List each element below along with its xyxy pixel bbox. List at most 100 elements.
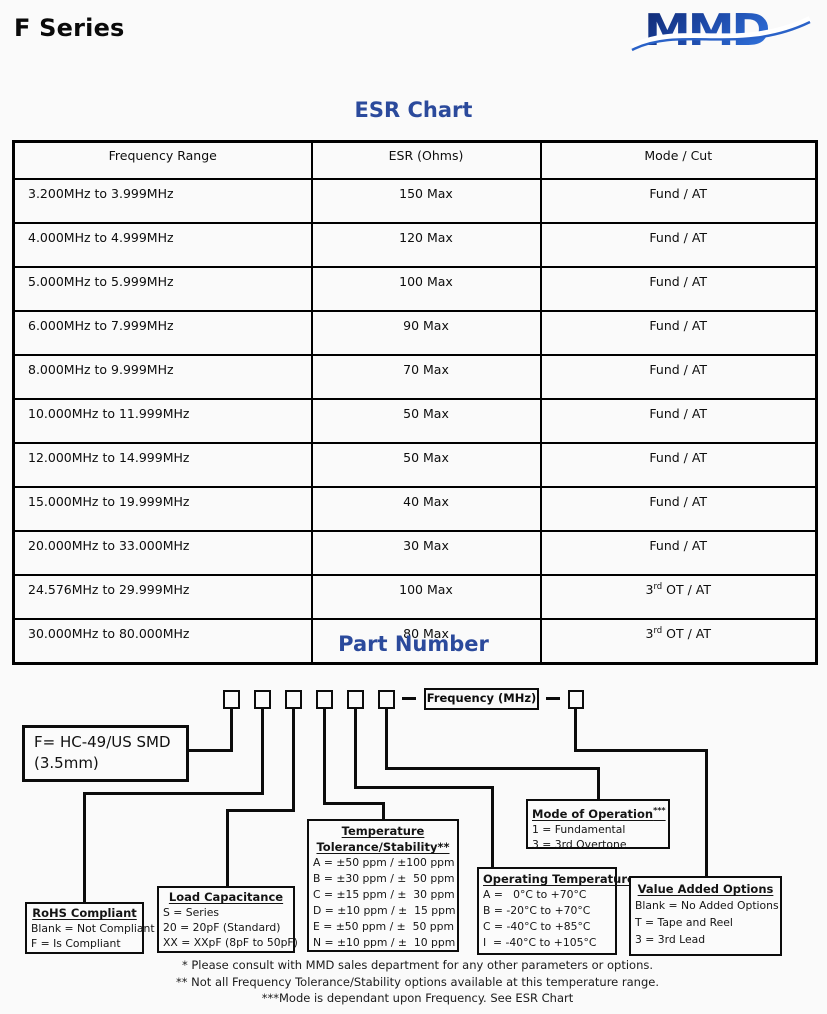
connector-line [354,708,357,789]
footnote: ** Not all Frequency Tolerance/Stability… [176,974,659,989]
mode-cut-cell: Fund / AT [539,398,818,444]
part-number-digit-box-4 [316,690,333,709]
mmd-logo: MMD [630,5,812,64]
esr-cell: 100 Max [310,574,542,620]
col-header-mode-cut: Mode / Cut [539,140,818,180]
part-number-digit-box-7 [568,690,584,709]
connector-line [188,749,233,752]
mode-of-operation-title: Mode of Operation*** [532,806,666,821]
value-added-options-box: Value Added Options Blank = No Added Opt… [629,876,782,956]
connector-line [385,708,388,770]
connector-line [574,708,577,752]
mode-cut-cell: Fund / AT [539,486,818,532]
frequency-mhz-box: Frequency (MHz) [424,688,539,710]
value-added-option: T = Tape and Reel [635,916,733,929]
part-number-digit-box-2 [254,690,271,709]
esr-row: 5.000MHz to 5.999MHz 100 Max Fund / AT [12,266,818,312]
mode-cut-cell: Fund / AT [539,310,818,356]
connector-line [491,786,494,869]
mode-cut-cell: Fund / AT [539,222,818,268]
value-added-option: 3 = 3rd Lead [635,933,706,946]
rohs-option: Blank = Not Compliant [31,922,155,935]
esr-cell: 30 Max [310,530,542,576]
series-code-box: F= HC-49/US SMD (3.5mm) [22,725,189,782]
part-number-heading: Part Number [338,632,489,656]
frequency-range-cell: 20.000MHz to 33.000MHz [12,530,313,576]
esr-row: 8.000MHz to 9.999MHz 70 Max Fund / AT [12,354,818,400]
temperature-stability-title: Temperature [341,824,425,838]
logo-swoosh-icon [630,16,812,52]
frequency-range-cell: 4.000MHz to 4.999MHz [12,222,313,268]
connector-line [597,767,600,801]
connector-line [323,802,385,805]
footnotes: * Please consult with MMD sales departme… [0,957,827,1007]
rohs-compliant-box: RoHS Compliant Blank = Not Compliant F =… [25,902,155,954]
mode-cut-cell: Fund / AT [539,530,818,576]
connector-line [385,767,600,770]
load-capacitance-option: 20 = 20pF (Standard) [163,921,281,934]
esr-row: 20.000MHz to 33.000MHz 30 Max Fund / AT [12,530,818,576]
esr-header-row: Frequency Range ESR (Ohms) Mode / Cut [12,140,818,180]
mode-of-operation-option: 3 = 3rd Overtone [532,837,627,851]
frequency-range-cell: 6.000MHz to 7.999MHz [12,310,313,356]
frequency-range-cell: 12.000MHz to 14.999MHz [12,442,313,488]
value-added-option: Blank = No Added Options [635,899,779,912]
esr-row: 3.200MHz to 3.999MHz 150 Max Fund / AT [12,178,818,224]
connector-line [292,708,295,812]
esr-cell: 50 Max [310,398,542,444]
esr-row: 6.000MHz to 7.999MHz 90 Max Fund / AT [12,310,818,356]
load-capacitance-option: XX = XXpF (8pF to 50pF) [163,936,298,949]
operating-temperature-option: I = -40°C to +105°C [483,936,597,949]
frequency-range-cell: 15.000MHz to 19.999MHz [12,486,313,532]
series-code-line: F= HC-49/US SMD [34,733,171,751]
operating-temperature-title: Operating Temperature [483,872,635,886]
temperature-stability-option: C = ±15 ppm / ± 30 ppm [313,888,455,901]
footnote: * Please consult with MMD sales departme… [181,958,654,972]
temperature-stability-option: D = ±10 ppm / ± 15 ppm [313,904,456,917]
mode-of-operation-option: 1 = Fundamental [532,822,626,836]
mode-cut-cell: Fund / AT [539,442,818,488]
esr-row: 4.000MHz to 4.999MHz 120 Max Fund / AT [12,222,818,268]
temperature-stability-box: Temperature Tolerance/Stability** A = ±5… [307,819,459,952]
esr-cell: 150 Max [310,178,542,224]
operating-temperature-box: Operating Temperature A = 0°C to +70°C B… [477,867,635,955]
esr-cell: 80 Max [310,618,542,665]
mode-cut-cell: Fund / AT [539,266,818,312]
frequency-range-cell: 8.000MHz to 9.999MHz [12,354,313,400]
frequency-range-cell: 3.200MHz to 3.999MHz [12,178,313,224]
footnote: ***Mode is dependant upon Frequency. See… [261,991,574,1005]
frequency-range-cell: 10.000MHz to 11.999MHz [12,398,313,444]
col-header-frequency-range: Frequency Range [12,140,313,180]
esr-cell: 70 Max [310,354,542,400]
esr-row: 12.000MHz to 14.999MHz 50 Max Fund / AT [12,442,818,488]
temperature-stability-option: B = ±30 ppm / ± 50 ppm [313,872,455,885]
connector-line [705,749,708,878]
part-number-digit-box-1 [223,690,240,709]
mode-of-operation-box: Mode of Operation*** 1 = Fundamental 3 =… [526,799,670,851]
mmd-logo-text: MMD [644,5,771,56]
mode-cut-cell: Fund / AT [539,178,818,224]
mode-cut-cell: Fund / AT [539,354,818,400]
operating-temperature-option: C = -40°C to +85°C [483,920,591,933]
temperature-stability-title: Tolerance/Stability** [316,840,450,854]
mode-cut-cell: 3rd OT / AT [539,574,818,620]
temperature-stability-option: E = ±50 ppm / ± 50 ppm [313,920,454,933]
operating-temperature-option: A = 0°C to +70°C [483,888,587,901]
page-title: F Series [14,14,125,42]
connector-line [230,708,233,752]
esr-cell: 100 Max [310,266,542,312]
frequency-range-cell: 30.000MHz to 80.000MHz [12,618,313,665]
frequency-range-cell: 5.000MHz to 5.999MHz [12,266,313,312]
operating-temperature-option: B = -20°C to +70°C [483,904,591,917]
connector-line [382,802,385,821]
temperature-stability-option: N = ±10 ppm / ± 10 ppm [313,936,456,949]
connector-line [323,708,326,805]
esr-row: 24.576MHz to 29.999MHz 100 Max 3rd OT / … [12,574,818,620]
dash-connector [546,697,560,700]
esr-row: 30.000MHz to 80.000MHz 80 Max 3rd OT / A… [12,618,818,665]
connector-line [261,708,264,795]
connector-line [83,792,86,903]
esr-chart-heading: ESR Chart [354,98,473,122]
load-capacitance-box: Load Capacitance S = Series 20 = 20pF (S… [157,886,298,953]
